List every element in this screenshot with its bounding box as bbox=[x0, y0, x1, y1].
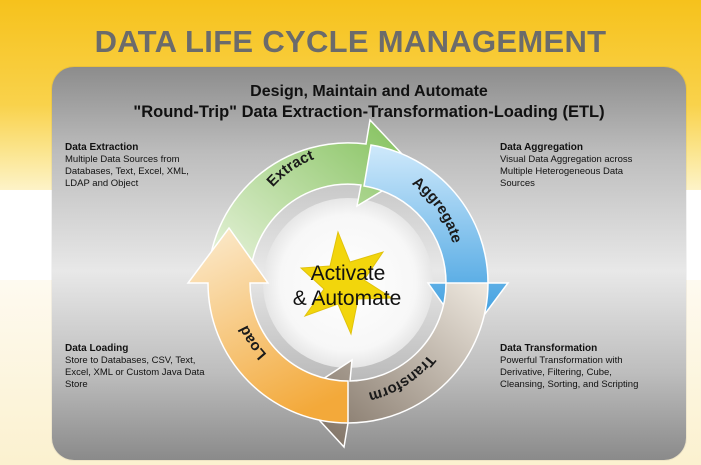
activate-star-icon bbox=[299, 230, 394, 336]
note-body: Visual Data Aggregation across Multiple … bbox=[500, 154, 633, 189]
note-title: Data Aggregation bbox=[500, 142, 583, 153]
subtitle-line-1: Design, Maintain and Automate bbox=[250, 83, 488, 100]
note-body: Store to Databases, CSV, Text, Excel, XM… bbox=[65, 355, 205, 390]
note-body: Powerful Transformation with Derivative,… bbox=[500, 355, 639, 390]
note-data-transformation: Data Transformation Powerful Transformat… bbox=[500, 343, 680, 391]
page-title: DATA LIFE CYCLE MANAGEMENT bbox=[94, 24, 607, 59]
center-label-line-2: & Automate bbox=[293, 287, 402, 310]
note-data-loading: Data Loading Store to Databases, CSV, Te… bbox=[65, 343, 255, 391]
note-data-aggregation: Data Aggregation Visual Data Aggregation… bbox=[500, 142, 680, 190]
note-title: Data Transformation bbox=[500, 343, 598, 354]
note-data-extraction: Data Extraction Multiple Data Sources fr… bbox=[65, 142, 255, 190]
subtitle-line-2: "Round-Trip" Data Extraction-Transformat… bbox=[133, 103, 605, 121]
note-title: Data Extraction bbox=[65, 142, 139, 153]
note-body: Multiple Data Sources from Databases, Te… bbox=[65, 154, 189, 189]
note-title: Data Loading bbox=[65, 343, 129, 354]
load-arrow bbox=[186, 226, 349, 424]
center-label-line-1: Activate bbox=[311, 262, 386, 285]
extract-arrow bbox=[207, 118, 419, 284]
